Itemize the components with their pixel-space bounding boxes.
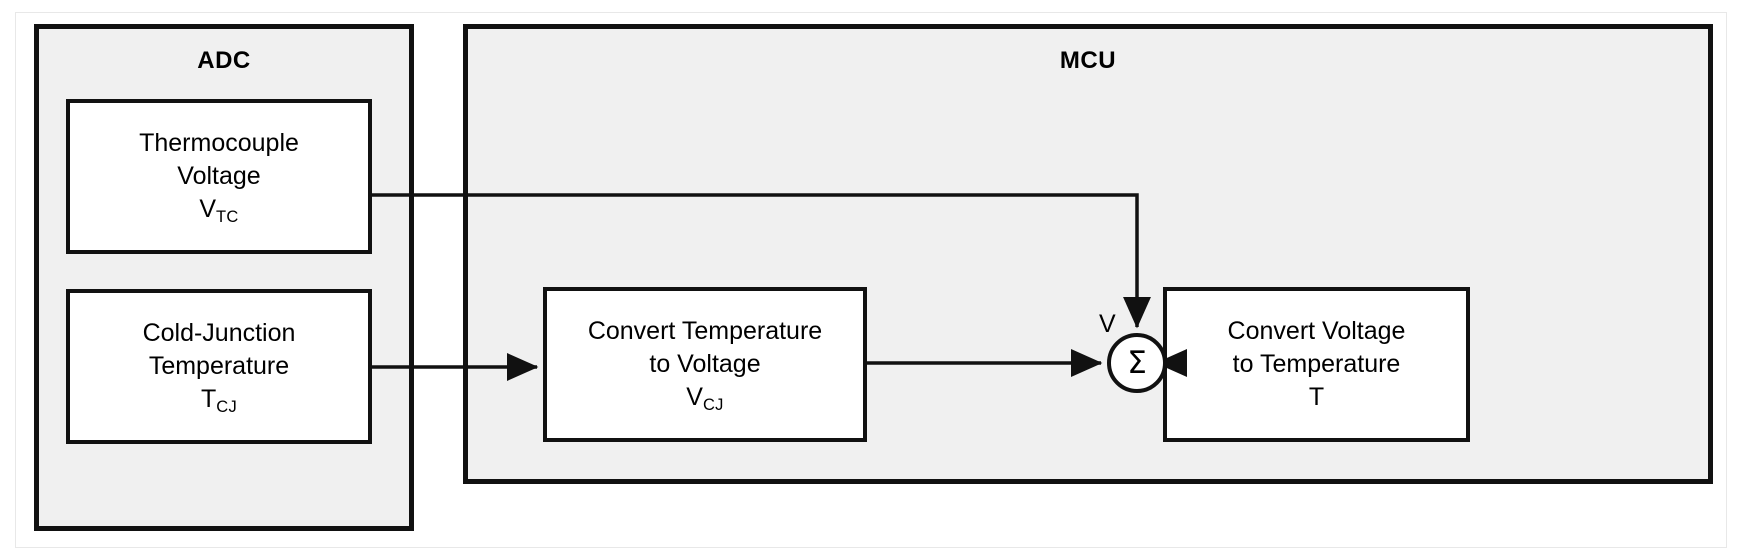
- block-cold-junction-line1: Cold-Junction: [142, 319, 296, 347]
- block-convert-t-to-v-symbol-sub: CJ: [702, 395, 724, 414]
- mcu-panel-title: MCU: [1059, 47, 1117, 74]
- wire-label-sum-output: V: [1099, 310, 1116, 338]
- block-convert-t-to-v-line2: to Voltage: [649, 350, 761, 378]
- block-convert-t-to-v-symbol-base: V: [686, 383, 703, 411]
- block-convert-v-to-t-line2: to Temperature: [1232, 350, 1401, 378]
- block-thermocouple-line1: Thermocouple: [139, 129, 299, 157]
- block-thermocouple-symbol: VTC: [199, 193, 238, 226]
- block-convert-t-to-v-line1: Convert Temperature: [587, 317, 823, 345]
- block-cold-junction-symbol-base: T: [200, 385, 217, 413]
- block-cold-junction-symbol: TCJ: [201, 383, 237, 416]
- block-thermocouple-symbol-sub: TC: [216, 207, 239, 226]
- block-thermocouple-voltage[interactable]: Thermocouple Voltage VTC: [66, 99, 372, 254]
- block-cold-junction-symbol-sub: CJ: [216, 397, 238, 416]
- block-cold-junction-line2: Temperature: [148, 352, 290, 380]
- block-convert-v-to-t-symbol: T: [1309, 381, 1324, 414]
- block-convert-v-to-t-symbol-base: T: [1308, 383, 1325, 411]
- adc-panel-title: ADC: [197, 47, 251, 74]
- block-convert-t-to-v-symbol: VCJ: [686, 381, 723, 414]
- block-convert-voltage-to-temperature[interactable]: Convert Voltage to Temperature T: [1163, 287, 1470, 442]
- summing-junction[interactable]: Σ: [1107, 333, 1167, 393]
- block-thermocouple-line2: Voltage: [177, 162, 261, 190]
- block-convert-v-to-t-line1: Convert Voltage: [1227, 317, 1406, 345]
- block-thermocouple-symbol-base: V: [199, 195, 217, 223]
- block-cold-junction-temperature[interactable]: Cold-Junction Temperature TCJ: [66, 289, 372, 444]
- block-convert-temperature-to-voltage[interactable]: Convert Temperature to Voltage VCJ: [543, 287, 867, 442]
